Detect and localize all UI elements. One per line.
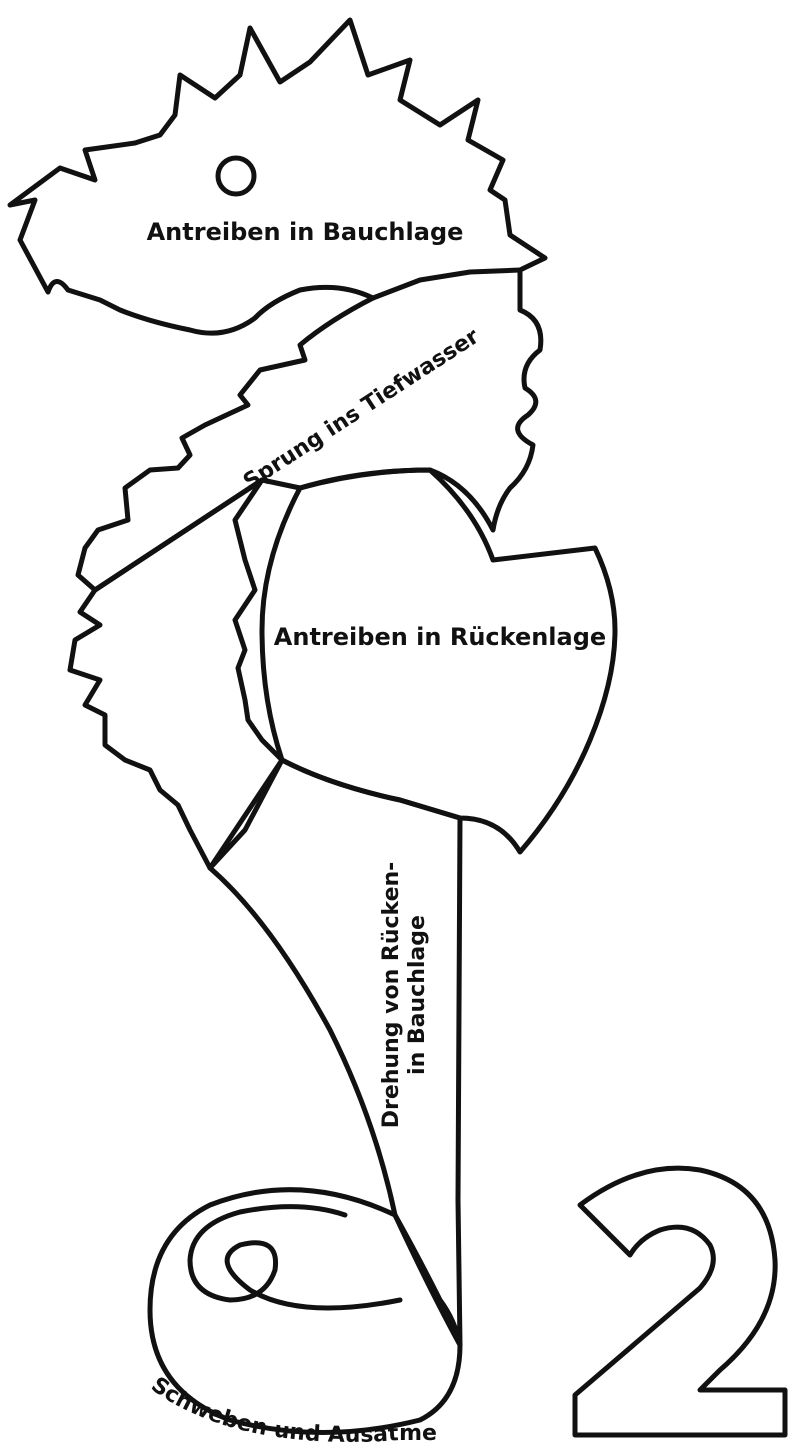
head-region bbox=[7, 17, 548, 336]
back-fins bbox=[67, 477, 285, 871]
neck-label: Sprung ins Tiefwasser bbox=[239, 324, 484, 495]
neck-region bbox=[75, 267, 544, 593]
belly-region bbox=[259, 467, 618, 855]
tail-label-line2: in Bauchlage bbox=[405, 915, 430, 1075]
eye-icon bbox=[215, 155, 257, 197]
curl-region bbox=[147, 1187, 463, 1435]
number-two-badge bbox=[572, 1165, 788, 1438]
belly-label: Antreiben in Rückenlage bbox=[274, 623, 606, 651]
tail-label-line1: Drehung von Rücken- bbox=[379, 862, 404, 1129]
head-label: Antreiben in Bauchlage bbox=[147, 218, 464, 246]
